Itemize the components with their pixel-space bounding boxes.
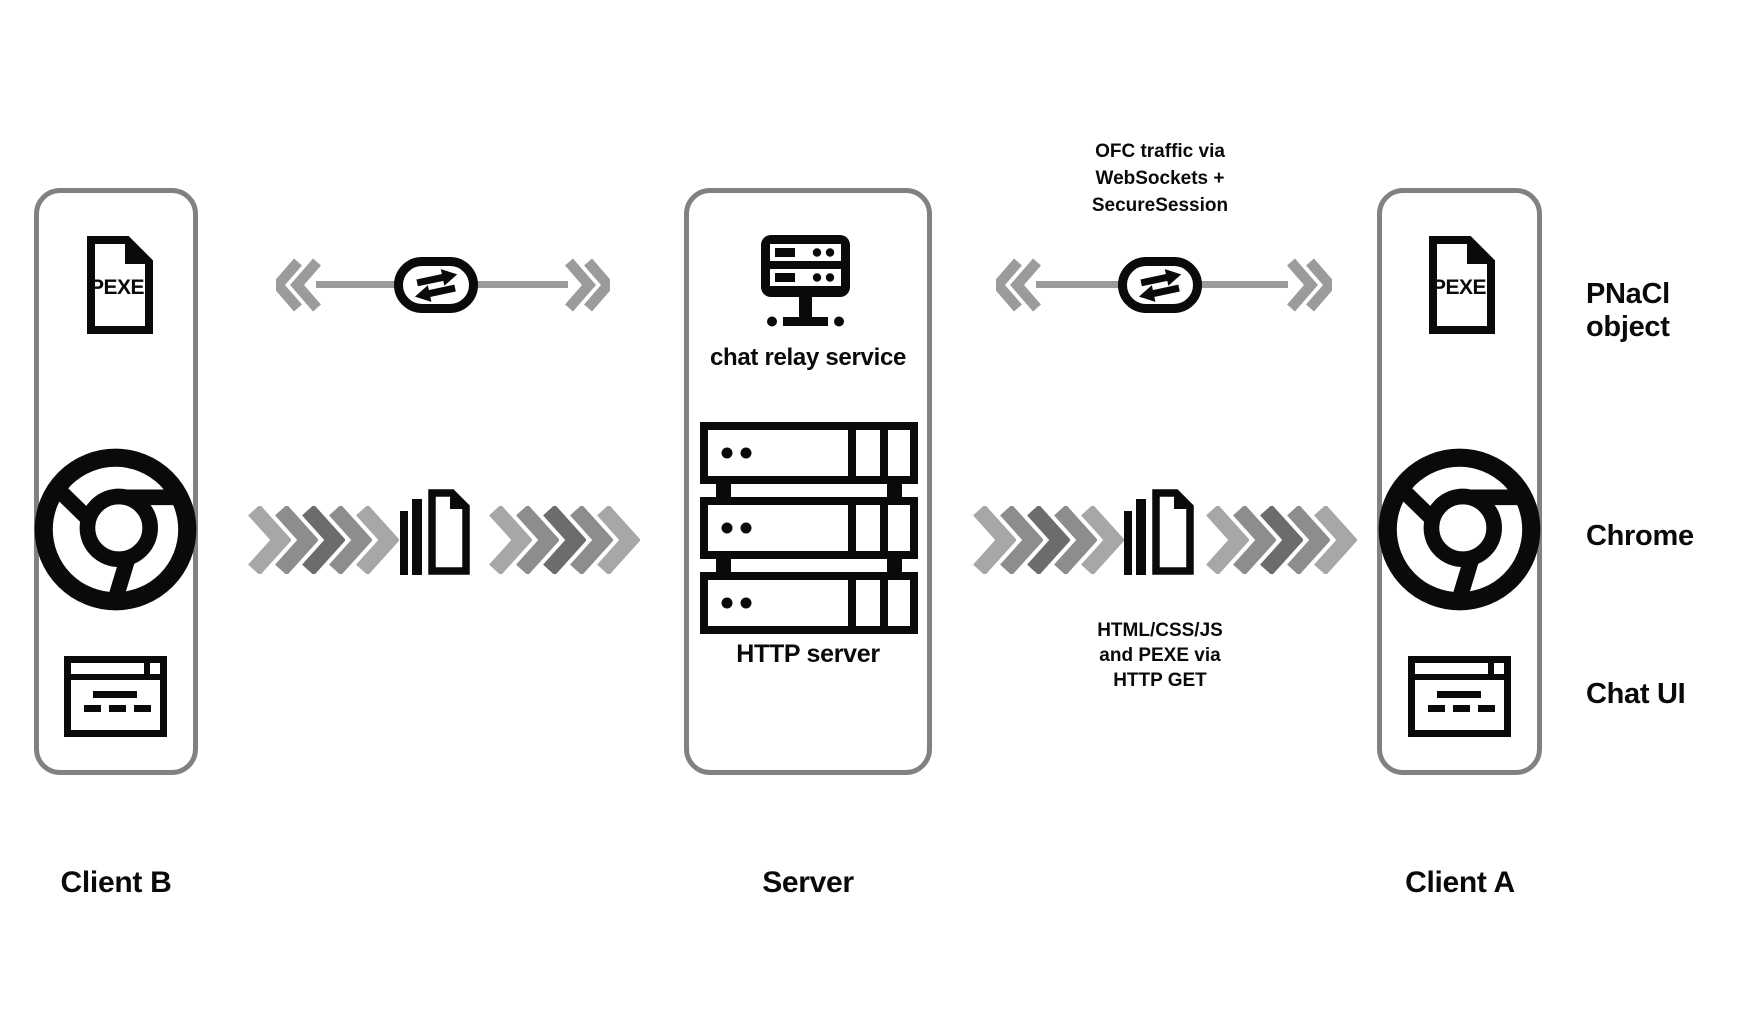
- websocket-note-line: WebSockets +: [1095, 168, 1225, 189]
- pexe-file-icon: [87, 236, 153, 334]
- node-label-client-a: Client A: [1405, 866, 1515, 899]
- http-server-label: HTTP server: [736, 640, 880, 668]
- documents-stack-icon: [400, 489, 470, 575]
- pexe-file-icon: [1429, 236, 1495, 334]
- double-chevron-right-icon: [565, 258, 610, 312]
- browser-window-icon: [64, 656, 167, 737]
- http-flow-left-chevrons-b: [488, 506, 640, 574]
- swap-arrows-icon: [1118, 257, 1202, 313]
- pexe-label: PEXE: [1431, 276, 1487, 299]
- chrome-icon: [34, 448, 197, 611]
- http-note-line: HTML/CSS/JS: [1097, 620, 1223, 641]
- websocket-note-line: OFC traffic via: [1095, 141, 1225, 162]
- websocket-note: OFC traffic via WebSockets + SecureSessi…: [1040, 138, 1280, 219]
- chat-relay-service-label: chat relay service: [709, 344, 907, 371]
- http-flow-right-chevrons-b: [1205, 506, 1357, 574]
- swap-arrows-icon: [394, 257, 478, 313]
- server-rack-icon: [761, 235, 850, 327]
- documents-stack-icon: [1124, 489, 1194, 575]
- http-flow-right-chevrons-a: [972, 506, 1124, 574]
- websocket-note-line: SecureSession: [1091, 195, 1229, 216]
- legend-chat-ui: Chat UI: [1586, 678, 1686, 710]
- browser-window-icon: [1408, 656, 1511, 737]
- http-flow-left-chevrons-a: [247, 506, 399, 574]
- http-note: HTML/CSS/JS and PEXE via HTTP GET: [1040, 618, 1280, 693]
- double-chevron-left-icon: [996, 258, 1041, 312]
- chrome-icon: [1378, 448, 1541, 611]
- legend-pnacl-object: PNaCl object: [1586, 278, 1670, 343]
- node-label-client-b: Client B: [60, 866, 172, 899]
- pexe-label: PEXE: [89, 276, 145, 299]
- server-stack-icon: [700, 422, 918, 634]
- legend-chrome: Chrome: [1586, 520, 1694, 552]
- double-chevron-left-icon: [276, 258, 321, 312]
- http-note-line: HTTP GET: [1113, 670, 1207, 691]
- node-label-server: Server: [762, 866, 854, 899]
- http-note-line: and PEXE via: [1099, 645, 1221, 666]
- double-chevron-right-icon: [1287, 258, 1332, 312]
